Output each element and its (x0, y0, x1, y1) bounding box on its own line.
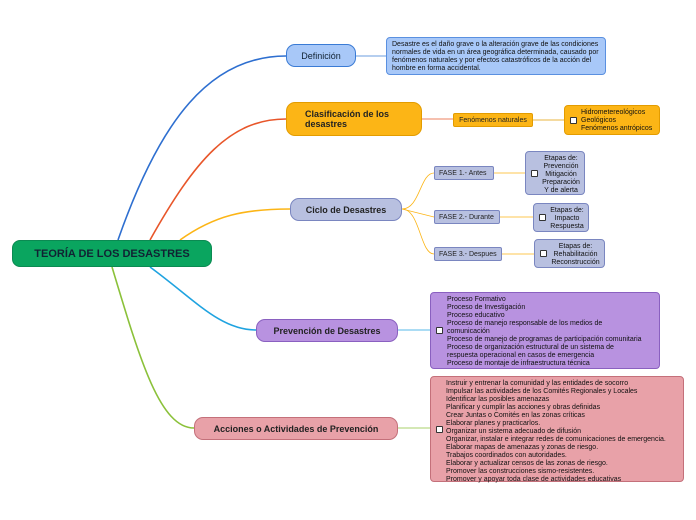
list-item: Crear Juntas o Comités en las zonas crít… (446, 412, 585, 419)
checkbox-icon[interactable] (540, 250, 547, 257)
list-item: Impacto (554, 215, 580, 222)
list-item: Geológicos (581, 117, 617, 124)
list-item: Y de alerta (544, 187, 578, 194)
list-item: Instruir y entrenar la comunidad y las e… (446, 380, 629, 387)
list-item: Mitigación (545, 171, 577, 178)
tag-fase-3[interactable]: FASE 3.- Despues (434, 247, 502, 261)
list-item: Organizar un sistema adecuado de difusió… (446, 428, 582, 435)
list-item: Trabajos coordinados con autoridades. (446, 452, 567, 459)
list-item: Proceso de manejo de programas de partic… (447, 336, 642, 343)
list-item: Organizar, instalar e integrar redes de … (446, 436, 666, 443)
checkbox-icon[interactable] (539, 214, 546, 221)
checkbox-icon[interactable] (531, 170, 538, 177)
tag-fenomenos-naturales[interactable]: Fenómenos naturales (453, 113, 533, 127)
list-item: Rehabilitación (553, 251, 598, 258)
clasificacion-label-line2: desastres (305, 119, 348, 129)
list-item: Promover y apoyar toda clase de activida… (446, 476, 622, 483)
branch-acciones[interactable]: Acciones o Actividades de Prevención (194, 417, 398, 440)
root-topic[interactable]: TEORÍA DE LOS DESASTRES (12, 240, 212, 267)
leaf-prevencion[interactable]: Proceso Formativo Proceso de Investigaci… (430, 292, 660, 369)
list-item: Promover las construcciones sismo-resist… (446, 468, 595, 475)
list-item: Proceso de organización estructural de u… (447, 344, 614, 351)
list-item: Fenómenos antrópicos (581, 125, 653, 132)
list-item: Elaborar mapas de amenazas y zonas de ri… (446, 444, 599, 451)
leaf-fase-1[interactable]: Etapas de: Prevención Mitigación Prepara… (525, 151, 585, 195)
list-item: Respuesta (550, 223, 584, 230)
list-item: Proceso de montaje de infraestructura té… (447, 360, 590, 367)
clasificacion-label-line1: Clasificación de los (305, 109, 390, 119)
list-item: Preparación (542, 179, 580, 186)
link-prevencion (149, 266, 257, 331)
list-item: Impulsar las actividades de los Comités … (446, 388, 638, 395)
list-item: respuesta operacional en casos de emerge… (447, 352, 595, 359)
list-item: comunicación (447, 328, 490, 335)
link-clasificacion (149, 118, 287, 241)
link-ciclo-f1 (401, 172, 435, 210)
list-item: Proceso Formativo (447, 296, 506, 303)
branch-definicion[interactable]: Definición (286, 44, 356, 67)
list-item: Proceso de manejo responsable de los med… (447, 320, 603, 327)
list-item: Proceso educativo (447, 312, 505, 319)
leaf-acciones[interactable]: Instruir y entrenar la comunidad y las e… (430, 376, 684, 483)
leaf-clasificacion[interactable]: Hidrometereológicos Geológicos Fenómenos… (564, 105, 660, 135)
branch-clasificacion[interactable]: Clasificación de los desastres (286, 102, 422, 136)
list-item: Etapas de: (558, 243, 593, 250)
list-item: Reconstrucción (551, 259, 600, 266)
branch-ciclo[interactable]: Ciclo de Desastres (290, 198, 402, 221)
leaf-fase-2[interactable]: Etapas de: Impacto Respuesta (533, 203, 589, 232)
list-item: Proceso de Investigación (447, 304, 526, 311)
list-item: Elaborar planes y practicarlos. (446, 420, 541, 427)
branch-prevencion[interactable]: Prevención de Desastres (256, 319, 398, 342)
list-item: Etapas de: (544, 155, 578, 162)
list-item: Identificar las posibles amenazas (446, 396, 550, 403)
checkbox-icon[interactable] (570, 117, 577, 124)
link-ciclo-f3 (401, 208, 435, 255)
link-acciones (111, 266, 195, 429)
tag-fase-1[interactable]: FASE 1.- Antes (434, 166, 494, 180)
list-item: Hidrometereológicos (581, 109, 646, 116)
list-item: Prevención (543, 163, 579, 170)
checkbox-icon[interactable] (436, 426, 443, 433)
checkbox-icon[interactable] (436, 327, 443, 334)
list-item: Elaborar y actualizar censos de las zona… (446, 460, 608, 467)
link-definicion (117, 55, 287, 241)
definicion-text: Desastre es el daño grave o la alteració… (386, 37, 606, 75)
list-item: Planificar y cumplir las acciones y obra… (446, 404, 601, 411)
tag-fase-2[interactable]: FASE 2.- Durante (434, 210, 500, 224)
link-ciclo (179, 208, 291, 241)
list-item: Etapas de: (550, 207, 584, 214)
leaf-fase-3[interactable]: Etapas de: Rehabilitación Reconstrucción (534, 239, 605, 268)
